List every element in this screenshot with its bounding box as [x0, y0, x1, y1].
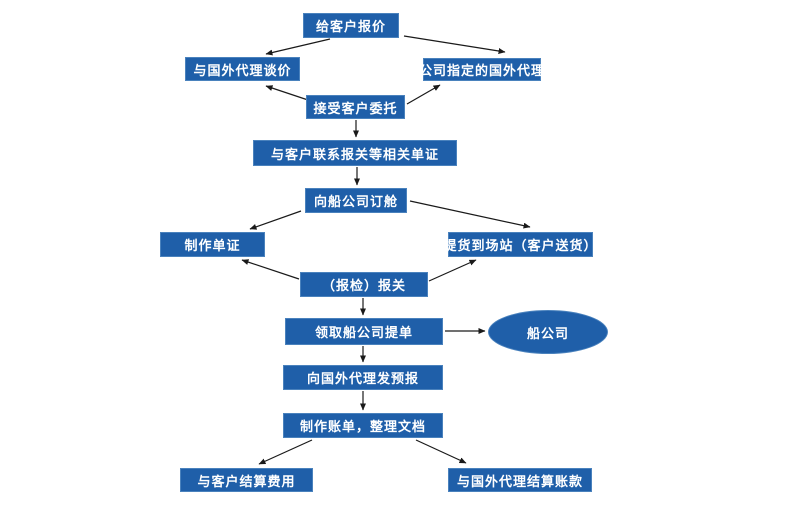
edge-entrust-to-negotiate [265, 85, 309, 101]
node-make-bills-organize-files: 制作账单，整理文档 [283, 413, 443, 438]
node-negotiate-foreign-agent: 与国外代理谈价 [185, 57, 300, 81]
edge-quote-to-negotiate [265, 38, 331, 56]
node-designated-foreign-agent: 公司指定的国外代理 [419, 58, 544, 81]
edge-billing-to-settle-agent [415, 439, 467, 464]
node-deliver-to-yard: 提货到场站（客户送货） [444, 232, 597, 257]
node-customs-declaration: （报检）报关 [300, 272, 428, 297]
edge-billing-to-settle-customer [258, 439, 313, 465]
edge-booking-to-pickup [409, 200, 531, 229]
node-pre-alert-foreign-agent: 向国外代理发预报 [283, 365, 443, 390]
node-settle-with-foreign-agent: 与国外代理结算账款 [448, 468, 592, 492]
edge-customs-to-pickup [428, 259, 477, 282]
node-book-shipping-space: 向船公司订舱 [305, 188, 407, 213]
node-shipping-company: 船公司 [488, 310, 608, 354]
edge-entrust-to-designated [406, 84, 441, 105]
edge-booking-to-make-docs [249, 210, 302, 230]
edge-customs-to-make-docs [241, 259, 300, 280]
node-quote-to-customer: 给客户报价 [303, 13, 399, 38]
node-accept-entrustment: 接受客户委托 [306, 95, 405, 119]
edge-quote-to-designated [403, 35, 506, 54]
node-contact-customer-docs: 与客户联系报关等相关单证 [253, 140, 457, 166]
node-settle-with-customer: 与客户结算费用 [180, 468, 313, 492]
node-make-documents: 制作单证 [160, 232, 265, 257]
node-collect-bill-of-lading: 领取船公司提单 [285, 318, 443, 345]
